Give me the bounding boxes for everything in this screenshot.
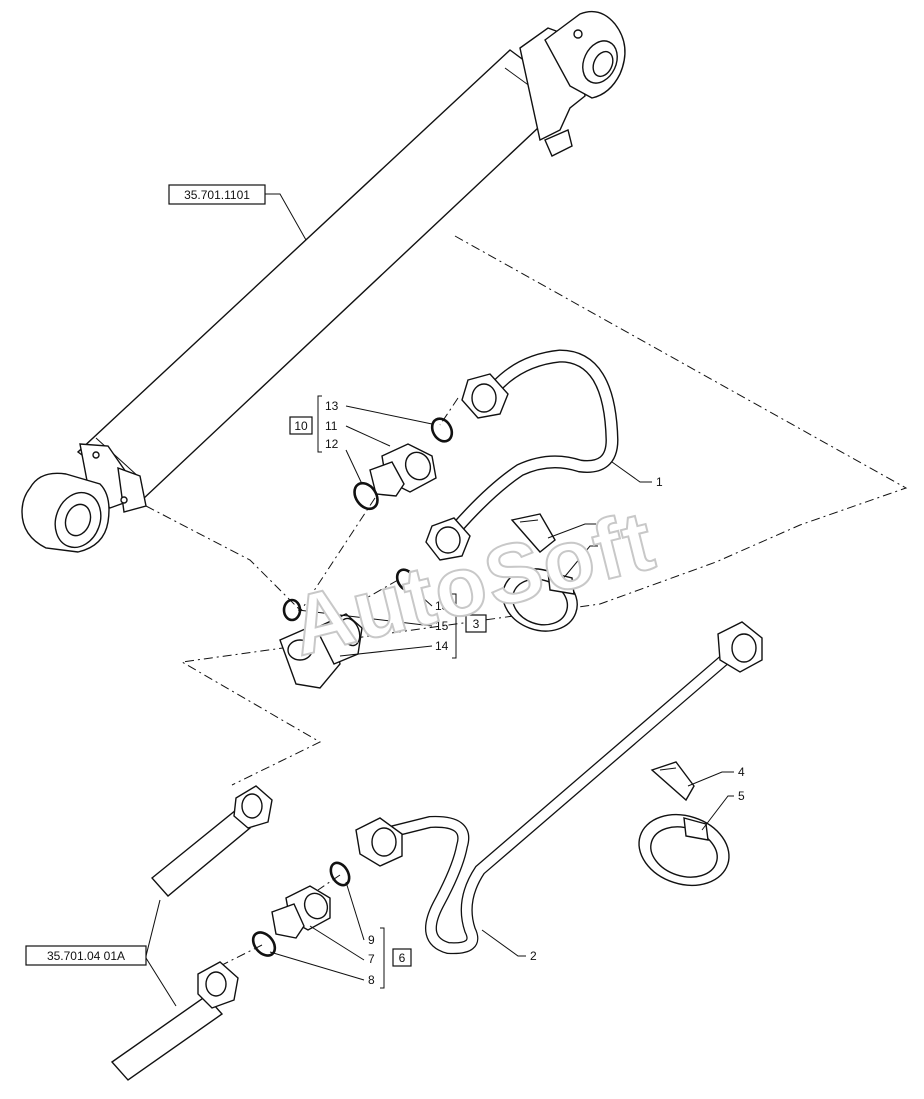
kit10-item-1: 13 (325, 399, 339, 413)
callout-upper-clamp: 5 (600, 539, 607, 553)
kit10-bracket: 13 11 12 (317, 395, 433, 485)
upper-clip[interactable] (510, 513, 556, 553)
kit10-item-3: 12 (325, 437, 339, 451)
kit3-item-1: 13 (435, 599, 449, 613)
lower-clip[interactable] (650, 761, 695, 802)
reference-tube-box[interactable]: 35.701.04 01A (25, 945, 147, 966)
tube-upper-section[interactable] (150, 785, 273, 897)
kit6-parts[interactable] (249, 860, 353, 960)
kit6-item-3: 8 (368, 973, 375, 987)
callout-lower-clamp: 5 (738, 789, 745, 803)
kit3-item-2: 15 (435, 619, 449, 633)
kit6-item-2: 7 (368, 952, 375, 966)
kit3-bracket: 13 15 14 (297, 587, 457, 659)
callout-upper-clip: 4 (600, 517, 607, 531)
kit3-parts[interactable] (279, 566, 418, 689)
kit3-box[interactable]: 3 (465, 614, 487, 633)
kit6-label: 6 (399, 951, 406, 965)
upper-hose[interactable] (425, 349, 619, 561)
reference-tube-label: 35.701.04 01A (47, 949, 125, 963)
kit3-item-3: 14 (435, 639, 449, 653)
callout-upper-hose: 1 (656, 475, 663, 489)
kit10-item-2: 11 (325, 419, 338, 433)
kit10-label: 10 (294, 419, 308, 433)
tube-lower-section[interactable] (110, 961, 239, 1081)
lower-hose[interactable] (355, 621, 763, 955)
reference-tube-leader-a (145, 899, 161, 957)
upper-clamp[interactable] (494, 559, 586, 641)
callout-lower-hose: 2 (530, 949, 537, 963)
kit6-bracket: 9 7 8 (269, 881, 385, 989)
lower-clamp[interactable] (630, 803, 739, 896)
kit6-item-1: 9 (368, 933, 375, 947)
kit3-label: 3 (473, 617, 480, 631)
reference-cylinder-leader (265, 193, 307, 241)
callout-lower-clip: 4 (738, 765, 745, 779)
reference-tube-leader-b (145, 957, 177, 1007)
reference-cylinder-label: 35.701.1101 (184, 188, 250, 202)
kit10-box[interactable]: 10 (289, 416, 313, 435)
kit10-parts[interactable] (350, 415, 456, 513)
hydraulic-cylinder[interactable] (21, 10, 626, 554)
kit6-box[interactable]: 6 (392, 948, 412, 967)
reference-cylinder-box[interactable]: 35.701.1101 (168, 184, 266, 205)
